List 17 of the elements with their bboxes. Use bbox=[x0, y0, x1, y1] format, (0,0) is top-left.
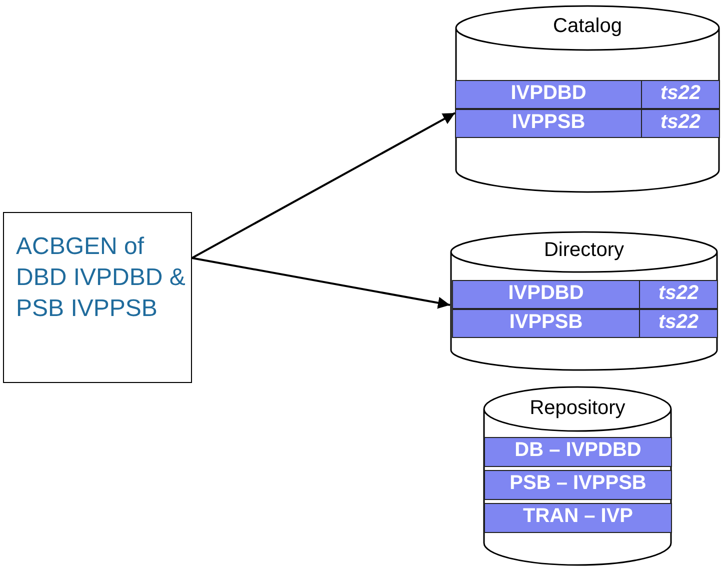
version-label: ts22 bbox=[640, 309, 718, 338]
record-bar: PSB – IVPPSB bbox=[484, 470, 672, 500]
record-name: IVPDBD bbox=[455, 80, 642, 109]
record-name: IVPDBD bbox=[452, 280, 640, 309]
arrow bbox=[192, 257, 450, 309]
record-name: IVPPSB bbox=[455, 109, 642, 138]
process-box: ACBGEN of DBD IVPDBD & PSB IVPPSB bbox=[3, 212, 192, 383]
store-label: Repository bbox=[530, 397, 626, 420]
record-bar: TRAN – IVP bbox=[484, 503, 672, 533]
arrow bbox=[192, 112, 456, 259]
version-label: ts22 bbox=[642, 109, 720, 138]
record-bar: DB – IVPDBD bbox=[484, 437, 672, 467]
record-name: IVPPSB bbox=[452, 309, 640, 338]
store-label: Catalog bbox=[553, 15, 622, 38]
store-label: Directory bbox=[544, 239, 624, 262]
version-label: ts22 bbox=[640, 280, 718, 309]
version-label: ts22 bbox=[642, 80, 720, 109]
